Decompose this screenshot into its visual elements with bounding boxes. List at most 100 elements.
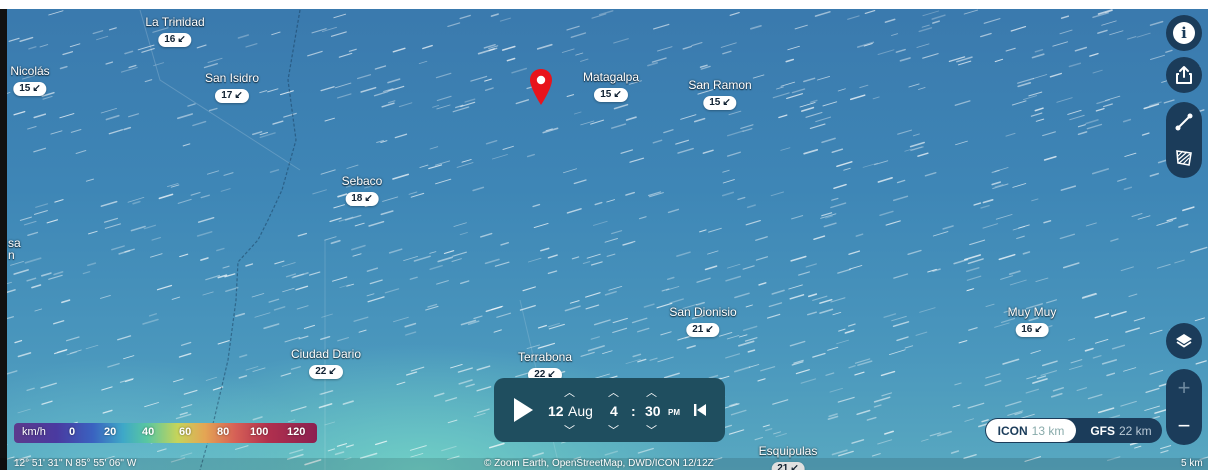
wind-streak [1125,327,1141,333]
wind-streak [661,288,670,292]
date-month[interactable]: Aug [568,403,593,419]
wind-streak [13,455,32,462]
wind-streak [848,265,863,270]
city-label[interactable]: Ciudad Dario 22↙ [291,347,361,379]
wind-streak [429,146,439,150]
city-label[interactable]: San Isidro 17↙ [205,71,259,103]
wind-streak [854,358,871,364]
wind-streak [1032,378,1048,384]
model-option[interactable]: GFS 22 km [1082,418,1160,443]
minute-up-chevron-icon[interactable]: ︿ [646,387,657,399]
wind-streak [669,298,684,304]
wind-streak [908,83,920,88]
info-button[interactable]: i [1166,15,1202,51]
zoom-out-button[interactable]: − [1166,407,1202,445]
wind-streak [1023,95,1038,101]
wind-streak [205,376,218,381]
time-minute[interactable]: 30 [645,403,661,419]
city-label[interactable]: San Ramon 15↙ [688,78,752,110]
wind-streak [677,147,694,154]
city-label[interactable]: Esquipulas 21↙ [759,444,817,470]
wind-streak [1178,223,1189,228]
wind-streak [1009,279,1027,286]
map-pin-icon[interactable] [529,68,553,106]
wind-streak [485,306,503,313]
map-attribution[interactable]: © Zoom Earth, OpenStreetMap, DWD/ICON 12… [484,458,714,469]
wind-streak [590,119,605,125]
wind-streak [428,164,443,170]
time-hour[interactable]: 4 [610,403,618,419]
wind-streak [833,183,847,190]
wind-streak [994,58,1004,63]
day-up-chevron-icon[interactable]: ︿ [564,387,575,399]
layers-button[interactable] [1166,323,1202,359]
city-label[interactable]: San Dionisio 21↙ [669,305,737,337]
wind-streak [344,214,362,221]
date-day[interactable]: 12 [548,403,564,419]
wind-speed-legend[interactable]: km/h 0 20 40 60 80 100 120 [14,423,317,443]
wind-streak [594,373,610,379]
wind-streak [483,44,496,49]
wind-streak [26,277,37,282]
legend-unit: km/h [22,426,46,438]
wind-speed-badge: 15↙ [13,82,47,96]
wind-streak [144,79,153,83]
city-label[interactable]: La Trinidad 16↙ [145,15,205,47]
city-label[interactable]: Muy Muy 16↙ [1008,305,1056,337]
wind-streak [895,48,906,53]
wind-streak [443,250,455,255]
wind-streak [206,170,220,175]
wind-streak [366,293,375,297]
wind-streak [722,179,735,184]
skip-start-icon[interactable] [693,403,707,417]
hour-up-chevron-icon[interactable]: ︿ [608,387,619,399]
wind-streak [789,294,805,300]
wind-streak [954,382,962,386]
wind-streak [1017,77,1035,84]
wind-streak [929,432,942,437]
wind-streak [465,383,475,388]
hour-down-chevron-icon[interactable]: ﹀ [608,425,619,437]
wind-streak [737,196,746,201]
time-ampm[interactable]: PM [668,408,680,417]
wind-streak [1092,69,1103,74]
city-label[interactable]: Sebaco 18↙ [342,174,382,206]
wind-streak [699,229,707,233]
wind-direction-arrow-icon: ↙ [547,369,556,380]
wind-streak [877,177,893,183]
wind-streak [693,117,706,123]
zoom-in-button[interactable]: + [1166,369,1202,407]
play-icon[interactable] [514,398,533,422]
wind-streak [995,214,1013,220]
wind-streak [66,351,77,356]
draw-area-button[interactable] [1166,140,1202,176]
wind-streak [1111,344,1126,350]
minute-down-chevron-icon[interactable]: ﹀ [646,425,657,437]
wind-streak [1097,407,1115,414]
wind-streak [956,56,973,63]
city-label[interactable]: Nicolás 15↙ [10,64,50,96]
wind-streak [280,372,292,377]
wind-streak [1081,293,1098,299]
wind-streak [836,339,849,345]
wind-streak [181,404,193,409]
wind-streak [1005,132,1016,137]
wind-streak [948,56,966,63]
measure-route-button[interactable] [1166,104,1202,140]
wind-streak [967,402,985,409]
wind-streak [197,216,215,223]
day-down-chevron-icon[interactable]: ﹀ [564,425,575,437]
wind-streak [677,335,690,341]
wind-streak [208,107,218,112]
wind-streak [1110,238,1119,242]
hatch-area-icon [1176,150,1192,166]
wind-streak [447,455,460,460]
wind-streak [983,18,1001,24]
wind-streak [348,48,357,52]
wind-streak [1068,62,1082,68]
model-option-active[interactable]: ICON 13 km [986,419,1076,442]
wind-streak [984,380,1002,387]
city-label[interactable]: Matagalpa 15↙ [583,70,639,102]
share-button[interactable] [1166,57,1202,93]
wind-streak [108,129,124,135]
